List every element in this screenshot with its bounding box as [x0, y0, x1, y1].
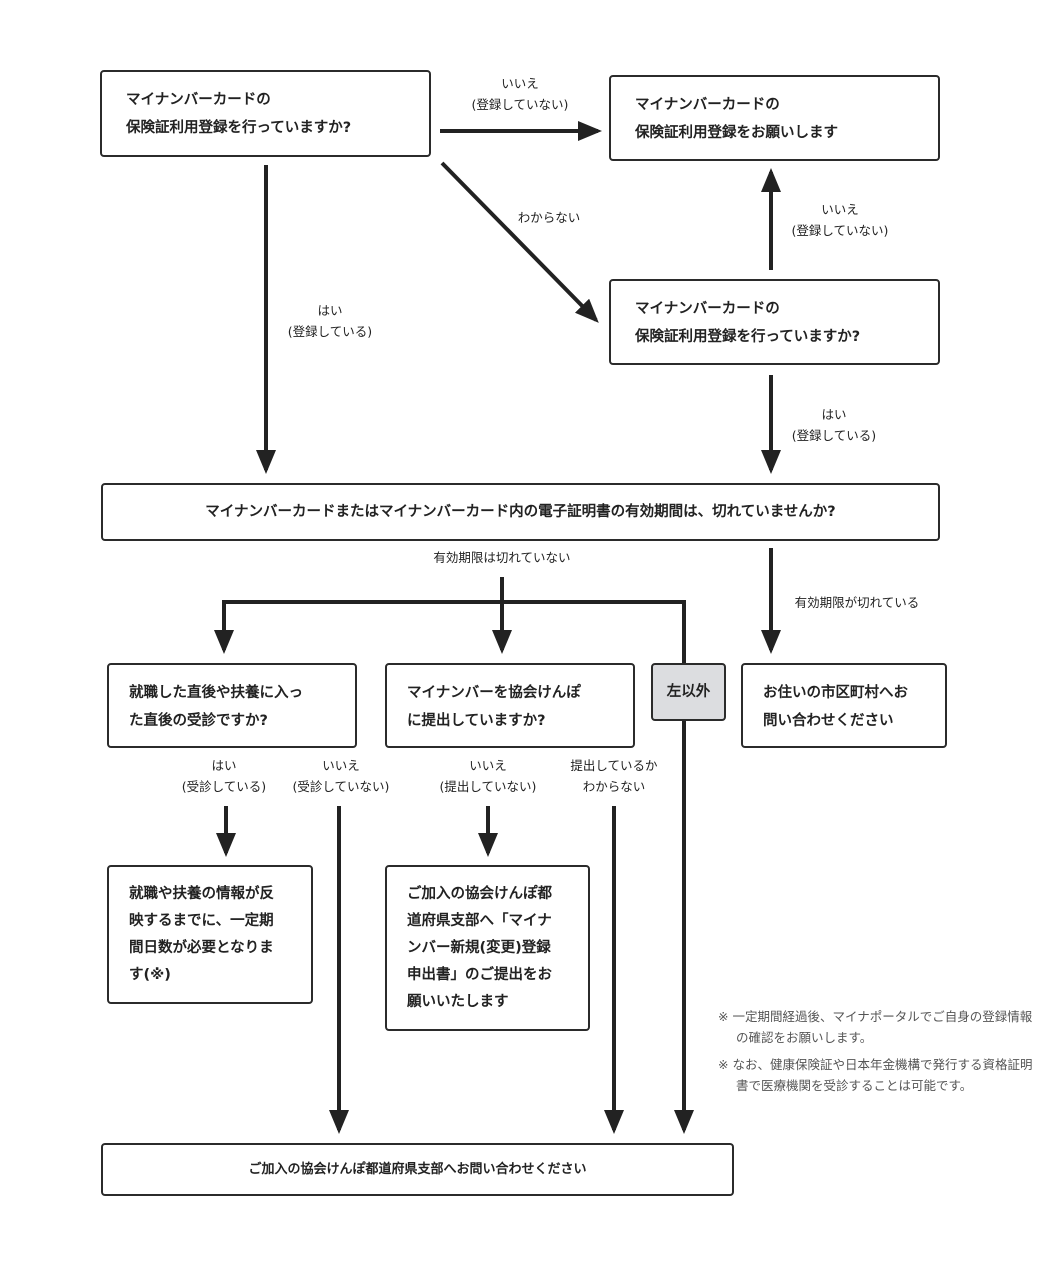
label-no-submitted: いいえ (提出していない) — [440, 755, 537, 797]
label-text: (登録していない) — [471, 97, 569, 112]
node-text: 左以外 — [666, 684, 711, 700]
node-text: 保険証利用登録をお願いします — [635, 125, 838, 141]
node-text: 就職や扶養の情報が反 — [129, 886, 274, 902]
label-text: (登録している) — [791, 428, 877, 443]
node-contact-municipality: お住いの市区町村へお 問い合わせください — [741, 663, 947, 748]
node-text: 願いいたします — [407, 994, 509, 1010]
node-text: に提出していますか? — [407, 713, 546, 729]
node-q-registered-again: マイナンバーカードの 保険証利用登録を行っていますか? — [609, 279, 940, 365]
branch-line — [222, 600, 686, 663]
label-text: いいえ — [501, 76, 539, 91]
footnote: ※ なお、健康保険証や日本年金機構で発行する資格証明書で医療機関を受診することは… — [718, 1057, 1033, 1093]
label-text: いいえ — [821, 202, 859, 217]
label-dont-know: わからない — [518, 207, 581, 228]
label-text: (受診している) — [181, 779, 267, 794]
label-text: はい — [211, 758, 237, 773]
arrow-dontknow — [440, 161, 599, 323]
node-text: 間日数が必要となりま — [129, 940, 274, 956]
node-q-expired: マイナンバーカードまたはマイナンバーカード内の電子証明書の有効期間は、切れていま… — [101, 483, 940, 541]
node-text: マイナンバーカードの — [126, 92, 271, 108]
node-text: マイナンバーを協会けんぽ — [407, 685, 581, 701]
node-text: 申出書」のご提出をお — [407, 967, 552, 983]
label-not-expired: 有効期限は切れていない — [433, 547, 570, 568]
footnote: ※ 一定期間経過後、マイナポータルでご自身の登録情報の確認をお願いします。 — [718, 1009, 1033, 1045]
label-text: (受診していない) — [292, 779, 390, 794]
node-text: す(※) — [129, 967, 171, 983]
node-please-register: マイナンバーカードの 保険証利用登録をお願いします — [609, 75, 940, 161]
node-text: た直後の受診ですか? — [129, 713, 268, 729]
node-text: 就職した直後や扶養に入っ — [129, 685, 303, 701]
label-text: 提出しているか — [570, 758, 658, 773]
label-text: わからない — [582, 779, 646, 794]
label-text: いいえ — [322, 758, 360, 773]
label-no-visit: いいえ (受診していない) — [293, 755, 390, 797]
label-no-not-registered: いいえ (登録していない) — [472, 73, 569, 115]
label-text: はい — [821, 407, 847, 422]
footnotes: ※ 一定期間経過後、マイナポータルでご自身の登録情報の確認をお願いします。 ※ … — [718, 1006, 1038, 1102]
label-text: (登録していない) — [791, 223, 889, 238]
node-text: 問い合わせください — [763, 713, 894, 729]
label-text: はい — [317, 303, 343, 318]
label-text: 有効期限は切れていない — [433, 550, 571, 565]
node-text: ンバー新規(変更)登録 — [407, 940, 551, 956]
label-yes-registered: はい (登録している) — [288, 300, 372, 342]
label-text: わからない — [517, 210, 581, 225]
node-text: マイナンバーカードの — [635, 97, 780, 113]
node-text: マイナンバーカードの — [635, 301, 780, 317]
label-unknown-submitted: 提出しているか わからない — [570, 755, 657, 797]
label-yes-visit: はい (受診している) — [182, 755, 266, 797]
node-text: お住いの市区町村へお — [763, 685, 908, 701]
node-q-just-employed: 就職した直後や扶養に入っ た直後の受診ですか? — [107, 663, 357, 748]
label-text: (提出していない) — [439, 779, 537, 794]
label-text: (登録している) — [287, 324, 373, 339]
node-text: マイナンバーカードまたはマイナンバーカード内の電子証明書の有効期間は、切れていま… — [205, 504, 836, 520]
label-text: いいえ — [469, 758, 507, 773]
node-q-registered: マイナンバーカードの 保険証利用登録を行っていますか? — [100, 70, 431, 157]
node-contact-branch: ご加入の協会けんぽ都道府県支部へお問い合わせください — [101, 1143, 734, 1196]
label-yes-registered-2: はい (登録している) — [792, 404, 876, 446]
label-no-not-registered-2: いいえ (登録していない) — [792, 199, 889, 241]
node-text: 保険証利用登録を行っていますか? — [126, 120, 352, 136]
label-text: 有効期限が切れている — [794, 595, 920, 610]
node-text: 道府県支部へ「マイナ — [407, 913, 552, 929]
node-text: 保険証利用登録を行っていますか? — [635, 329, 861, 345]
label-expired: 有効期限が切れている — [795, 592, 920, 613]
node-text: 映するまでに、一定期 — [129, 913, 274, 929]
node-wait-info: 就職や扶養の情報が反 映するまでに、一定期 間日数が必要となりま す(※) — [107, 865, 313, 1004]
node-other: 左以外 — [651, 663, 726, 721]
node-text: ご加入の協会けんぽ都道府県支部へお問い合わせください — [248, 1161, 587, 1177]
node-q-submitted: マイナンバーを協会けんぽ に提出していますか? — [385, 663, 635, 748]
node-submit-form: ご加入の協会けんぽ都 道府県支部へ「マイナ ンバー新規(変更)登録 申出書」のご… — [385, 865, 590, 1031]
node-text: ご加入の協会けんぽ都 — [407, 886, 552, 902]
